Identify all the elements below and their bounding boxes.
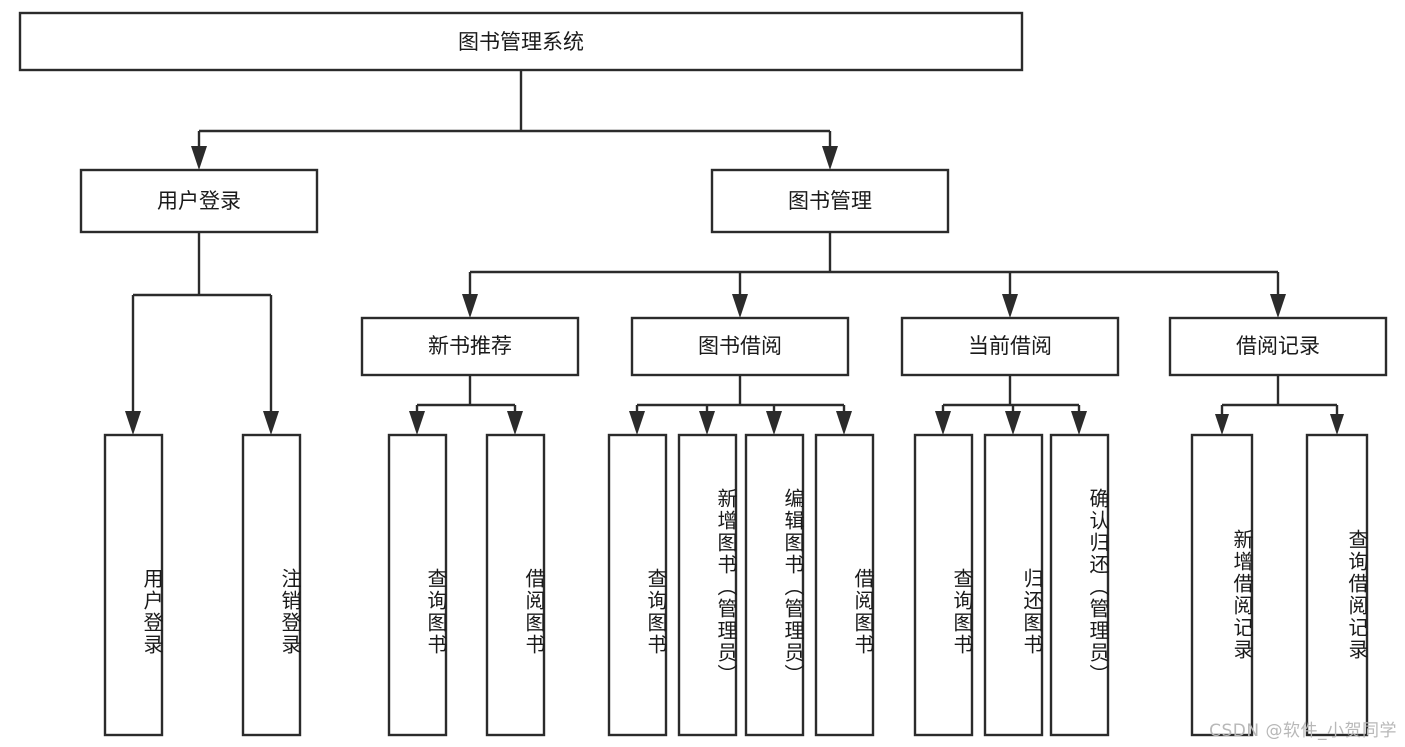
node-book-borrow-box[interactable] [630, 316, 850, 377]
node-book-manage-box[interactable] [710, 168, 950, 234]
node-current-borrow[interactable]: 当前借阅 [900, 316, 1120, 377]
arrow-head-leaf-cb-1 [935, 411, 951, 435]
node-book-manage-label: 图书管理 [788, 189, 872, 213]
node-borrow-records[interactable]: 借阅记录 [1168, 316, 1388, 377]
node-new-book-recommend-box[interactable] [360, 316, 580, 377]
leaf-box-br-2[interactable] [1305, 433, 1369, 737]
arrow-head-leaf-bb-4 [836, 411, 852, 435]
arrow-head-user-login [191, 146, 207, 170]
leaf-box-cb-1[interactable] [913, 433, 974, 737]
connector-group-root [191, 70, 838, 170]
leaf-box-user-login-2[interactable] [241, 433, 302, 737]
node-user-login-box[interactable] [79, 168, 319, 234]
arrow-head-book-borrow [732, 294, 748, 318]
leaf-box-nbr-2[interactable] [485, 433, 546, 737]
arrow-head-leaf-br-1 [1215, 414, 1229, 435]
node-book-borrow-label: 图书借阅 [698, 334, 782, 358]
node-user-login[interactable]: 用户登录 [79, 168, 319, 234]
arrow-head-leaf-user-login-2 [263, 411, 279, 435]
arrow-head-book-manage [822, 146, 838, 170]
arrow-head-current-borrow [1002, 294, 1018, 318]
csdn-watermark: CSDN @软件_小贺同学 [1209, 721, 1397, 741]
connector-group-current-borrow [935, 375, 1087, 435]
node-new-book-recommend[interactable]: 新书推荐 [360, 316, 580, 377]
leaf-box-cb-2[interactable] [983, 433, 1044, 737]
leaf-box-bb-1[interactable] [607, 433, 668, 737]
leaf-box-cb-3[interactable] [1049, 433, 1110, 737]
node-book-manage[interactable]: 图书管理 [710, 168, 950, 234]
arrow-head-leaf-nbr-2 [507, 411, 523, 435]
node-root-label: 图书管理系统 [458, 30, 584, 54]
leaf-box-bb-3[interactable] [744, 433, 805, 737]
connector-group-new-book-recommend [409, 375, 523, 435]
node-new-book-recommend-label: 新书推荐 [428, 334, 512, 358]
arrow-head-new-book-recommend [462, 294, 478, 318]
node-user-login-label: 用户登录 [157, 189, 241, 213]
arrow-head-borrow-records [1270, 294, 1286, 318]
connector-group-user-login [125, 232, 279, 435]
leaf-box-br-1[interactable] [1190, 433, 1254, 737]
node-current-borrow-box[interactable] [900, 316, 1120, 377]
arrow-head-leaf-bb-2 [699, 411, 715, 435]
connector-group-book-borrow [629, 375, 852, 435]
connector-group-borrow-records [1215, 375, 1344, 435]
node-root-box[interactable] [18, 11, 1024, 72]
arrow-head-leaf-bb-1 [629, 411, 645, 435]
arrow-head-leaf-user-login-1 [125, 411, 141, 435]
leaf-box-bb-2[interactable] [677, 433, 738, 737]
leaf-box-user-login-1[interactable] [103, 433, 164, 737]
node-book-borrow[interactable]: 图书借阅 [630, 316, 850, 377]
node-borrow-records-label: 借阅记录 [1236, 334, 1320, 358]
arrow-head-leaf-nbr-1 [409, 411, 425, 435]
arrow-head-leaf-cb-2 [1005, 411, 1021, 435]
leaf-box-bb-4[interactable] [814, 433, 875, 737]
arrow-head-leaf-bb-3 [766, 411, 782, 435]
node-current-borrow-label: 当前借阅 [968, 334, 1052, 358]
node-borrow-records-box[interactable] [1168, 316, 1388, 377]
connector-group-book-manage [462, 232, 1286, 318]
arrow-head-leaf-br-2 [1330, 414, 1344, 435]
arrow-head-leaf-cb-3 [1071, 411, 1087, 435]
leaf-box-nbr-1[interactable] [387, 433, 448, 737]
node-root[interactable]: 图书管理系统 [18, 11, 1024, 72]
